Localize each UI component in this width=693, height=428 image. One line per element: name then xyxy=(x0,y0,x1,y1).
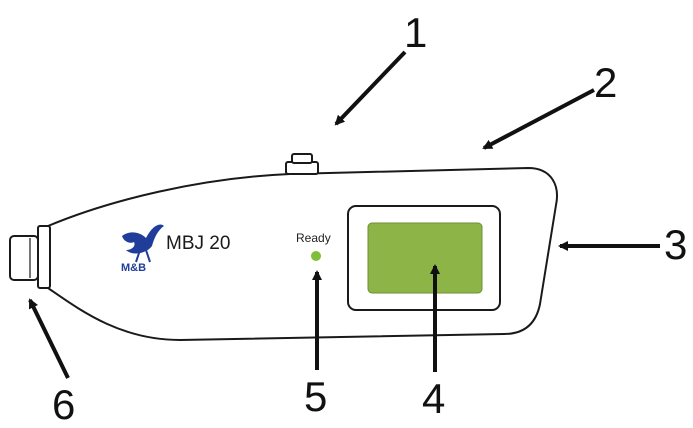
arrow-6 xyxy=(28,298,70,379)
arrow-2 xyxy=(482,88,595,150)
probe-tip xyxy=(9,225,51,289)
callout-3: 3 xyxy=(664,221,688,268)
callout-6: 6 xyxy=(52,381,76,428)
brand-logo-icon xyxy=(122,224,164,263)
callout-2: 2 xyxy=(594,59,618,106)
display-screen xyxy=(367,222,483,294)
ready-led xyxy=(311,251,321,261)
arrow-1 xyxy=(334,50,407,126)
model-label: MBJ 20 xyxy=(166,233,231,254)
callout-1: 1 xyxy=(404,9,428,56)
ready-label: Ready xyxy=(296,231,331,245)
callout-5: 5 xyxy=(304,373,328,420)
brand-label: M&B xyxy=(121,262,147,274)
callout-4: 4 xyxy=(422,375,446,422)
measure-button xyxy=(285,153,319,175)
